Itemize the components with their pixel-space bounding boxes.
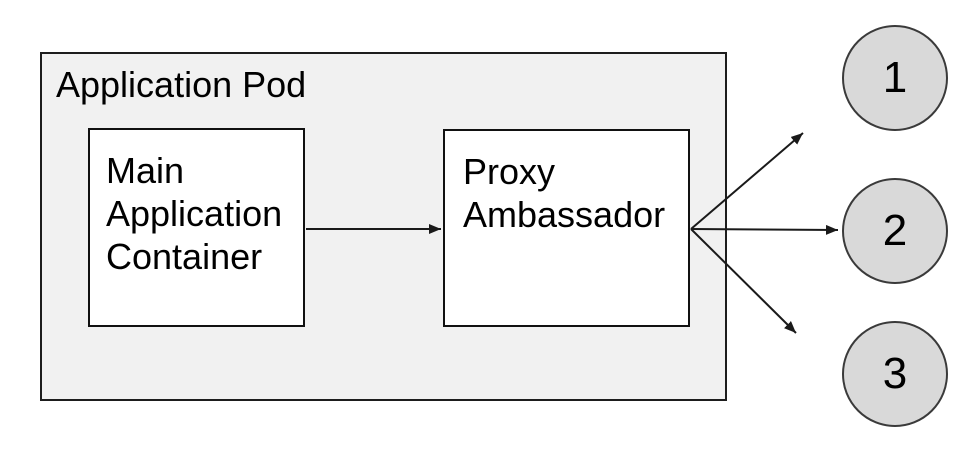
application-pod-label: Application Pod (56, 64, 307, 105)
node-main-application-container: Main Application Container (88, 128, 305, 327)
node-proxy-ambassador: Proxy Ambassador (443, 129, 690, 327)
endpoint-3-label: 3 (882, 349, 908, 398)
endpoint-node-2: 2 (842, 178, 948, 284)
main-application-container-label: Main Application Container (106, 150, 283, 277)
proxy-ambassador-label: Proxy Ambassador (463, 151, 666, 235)
endpoint-node-1: 1 (842, 25, 948, 131)
endpoint-1-label: 1 (882, 53, 908, 102)
endpoint-node-3: 3 (842, 321, 948, 427)
endpoint-2-label: 2 (882, 206, 908, 255)
